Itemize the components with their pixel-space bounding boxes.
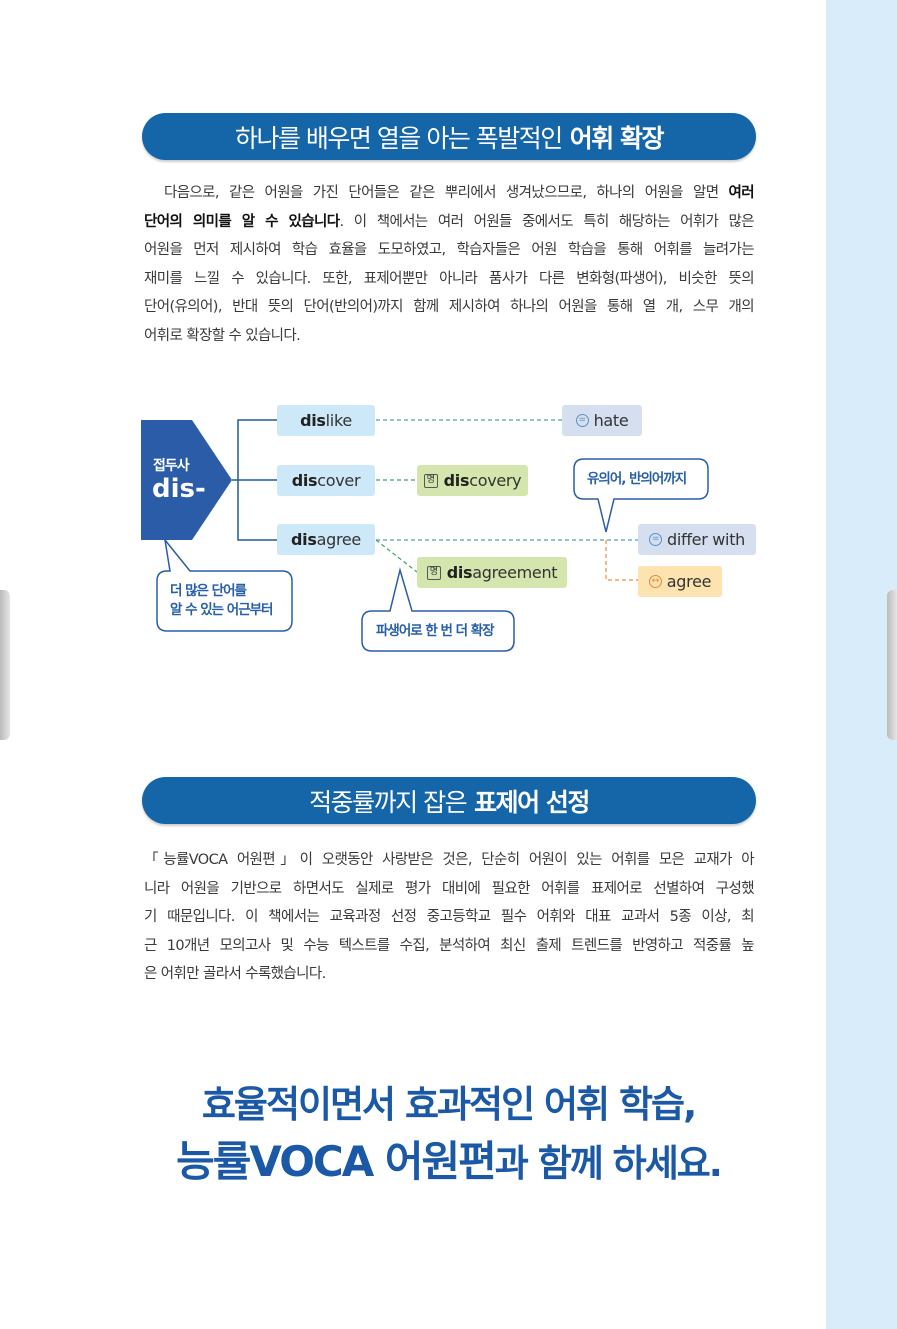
text: . 이 책에서는 여러 어원들 중에서도 특히 해당하는 어휘가 많은	[339, 213, 755, 230]
prefix-label: 접두사	[153, 458, 190, 474]
tree-lines	[232, 419, 277, 541]
slogan-line2: 능률VOCA 어원편과 함께 하세요.	[176, 1137, 723, 1186]
prefix-arrow	[141, 420, 232, 540]
heading-bold: 표제어 선정	[474, 787, 590, 817]
heading-text: 하나를 배우면 열을 아는 폭발적인	[234, 123, 563, 153]
text-bold: 여러	[728, 185, 755, 201]
synonym-differ-with: =differ with	[638, 524, 756, 555]
antonym-icon: ↔	[648, 575, 662, 588]
text: 단어(유의어), 반대 뜻의 단어(반의어)까지 함께 제시하여 하나의 어원을…	[144, 299, 755, 316]
next-page-tab[interactable]	[887, 590, 897, 740]
text: 니라 어원을 기반으로 하면서도 실제로 평가 대비에 필요한 어휘를 표제어로…	[144, 880, 755, 897]
callouts	[156, 458, 709, 652]
synonym-icon: =	[575, 414, 589, 427]
text: 어원을 먼저 제시하여 학습 효율을 도모하였고, 학습자들은 어원 학습을 통…	[144, 242, 755, 259]
text: 다음으로, 같은 어원을 가진 단어들은 같은 뿌리에서 생겨났으므로, 하나의…	[144, 185, 729, 201]
callout-synonym: 유의어, 반의어까지	[587, 471, 687, 487]
slogan-line1: 효율적이면서 효과적인 어휘 학습,	[201, 1083, 697, 1126]
heading-text: 적중률까지 잡은	[309, 787, 467, 817]
text: 「능률VOCA 어원편」이 오랫동안 사랑받은 것은, 단순히 어원이 있는 어…	[144, 852, 755, 868]
dashed-links	[375, 419, 638, 573]
callout-derivative: 파생어로 한 번 더 확장	[376, 623, 495, 639]
antonym-link	[605, 540, 638, 581]
prefix: dis-	[152, 474, 206, 504]
section1-paragraph: 다음으로, 같은 어원을 가진 단어들은 같은 뿌리에서 생겨났으므로, 하나의…	[144, 179, 755, 351]
side-panel	[826, 0, 897, 1329]
text: 재미를 느낄 수 있습니다. 또한, 표제어뿐만 아니라 품사가 다른 변화형(…	[144, 270, 755, 287]
heading-bold: 어휘 확장	[569, 123, 665, 153]
section2-paragraph: 「능률VOCA 어원편」이 오랫동안 사랑받은 것은, 단순히 어원이 있는 어…	[144, 846, 755, 989]
antonym-agree: ↔agree	[638, 566, 722, 597]
synonym-icon: =	[648, 533, 662, 546]
text: 어휘로 확장할 수 있습니다.	[144, 327, 301, 344]
prev-page-tab[interactable]	[0, 590, 10, 740]
text-bold: 단어의 의미를 알 수 있습니다	[144, 213, 340, 230]
text: 근 10개년 모의고사 및 수능 텍스트를 수집, 분석하여 최신 출제 트렌드…	[144, 937, 755, 954]
noun-icon: 명	[426, 565, 441, 580]
text: 기 때문입니다. 이 책에서는 교육과정 선정 중고등학교 필수 어휘와 대표 …	[144, 909, 755, 926]
noun-icon: 명	[423, 473, 438, 488]
text: 은 어휘만 골라서 수록했습니다.	[144, 966, 326, 983]
diagram-lines	[141, 419, 709, 652]
synonym-hate: =hate	[562, 405, 642, 436]
